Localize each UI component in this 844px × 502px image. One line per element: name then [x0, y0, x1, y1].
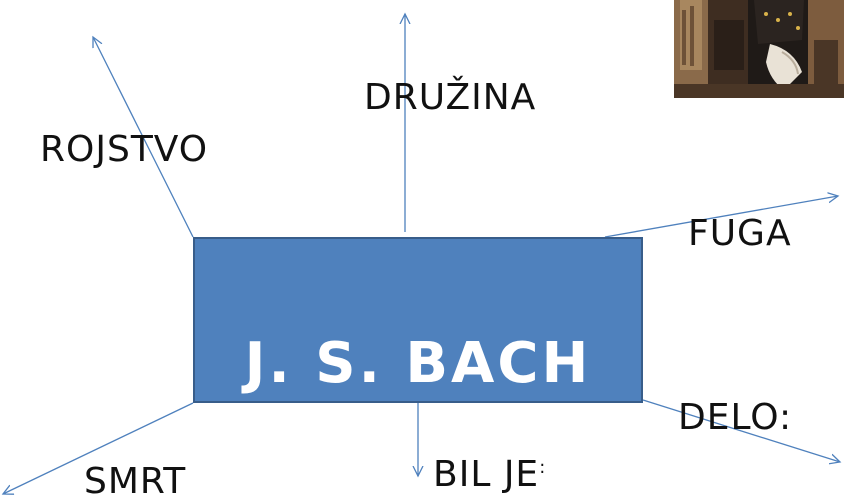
arrow-fuga	[604, 196, 838, 238]
center-node: J. S. BACH	[193, 237, 643, 403]
label-smrt: SMRT	[84, 461, 187, 502]
arrow-smrt	[3, 402, 194, 494]
label-druzina: DRUŽINA	[364, 77, 537, 118]
label-bil-je: BIL JE:	[433, 448, 546, 495]
portrait-image	[674, 0, 844, 98]
center-title: J. S. BACH	[244, 331, 592, 396]
arrow-delo	[642, 399, 840, 462]
label-bil-je-text: BIL JE	[433, 454, 540, 495]
organist-painting-icon	[674, 0, 844, 98]
label-bil-je-colon: :	[539, 457, 547, 478]
label-rojstvo: ROJSTVO	[40, 129, 209, 170]
label-fuga: FUGA	[688, 213, 792, 254]
label-delo: DELO:	[678, 397, 793, 438]
arrow-rojstvo	[93, 37, 194, 238]
